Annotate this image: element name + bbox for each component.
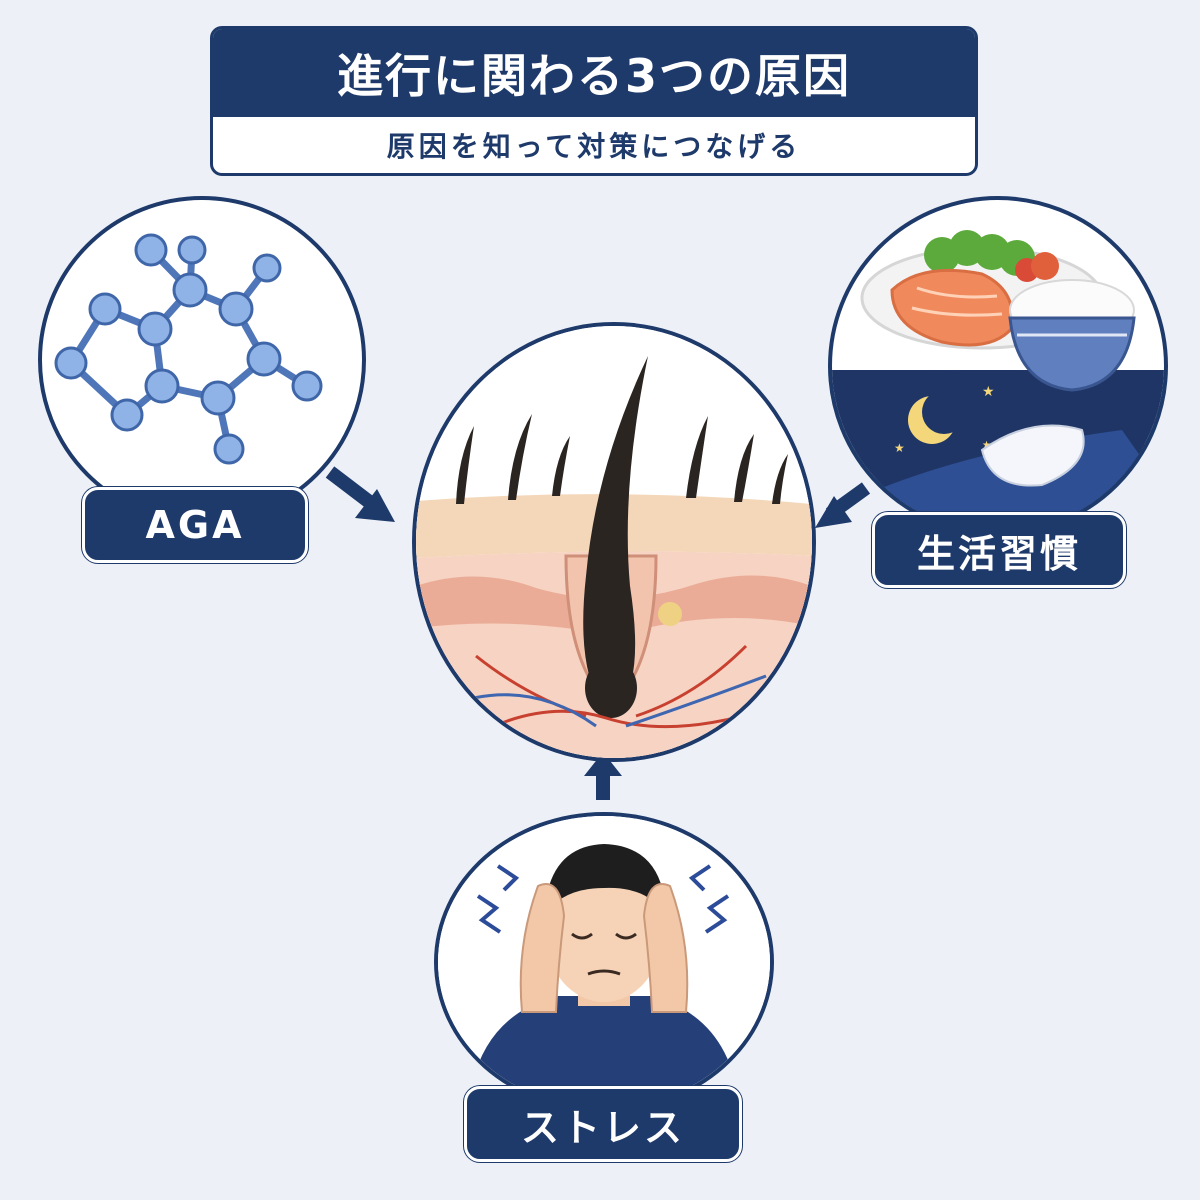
arrow-aga	[325, 466, 377, 510]
pillow-icon	[980, 424, 1085, 487]
aga-label: AGA	[82, 487, 308, 563]
lifestyle-circle: ★ ★ ★	[828, 196, 1168, 536]
meal-and-sleep-icon: ★ ★ ★	[832, 230, 1164, 532]
arrowhead-lifestyle	[815, 496, 852, 528]
hair-follicle-cross-section-icon	[416, 326, 812, 758]
aga-circle	[38, 196, 366, 524]
page-title: 進行に関わる3つの原因	[213, 29, 975, 117]
svg-text:★: ★	[982, 384, 995, 400]
arrowhead-aga	[355, 489, 395, 522]
arrowhead-stress	[584, 752, 622, 776]
svg-text:★: ★	[894, 441, 905, 455]
stress-label: ストレス	[464, 1086, 742, 1162]
follicle-circle	[412, 322, 816, 762]
title-box: 進行に関わる3つの原因 原因を知って対策につなげる	[210, 26, 978, 176]
molecule-icon	[54, 233, 323, 465]
lifestyle-label: 生活習慣	[872, 512, 1126, 588]
svg-text:★: ★	[982, 440, 991, 451]
stress-mark-icon	[476, 864, 730, 934]
stressed-man-icon	[438, 816, 770, 1108]
stress-circle	[434, 812, 774, 1112]
page-subtitle: 原因を知って対策につなげる	[386, 130, 802, 163]
